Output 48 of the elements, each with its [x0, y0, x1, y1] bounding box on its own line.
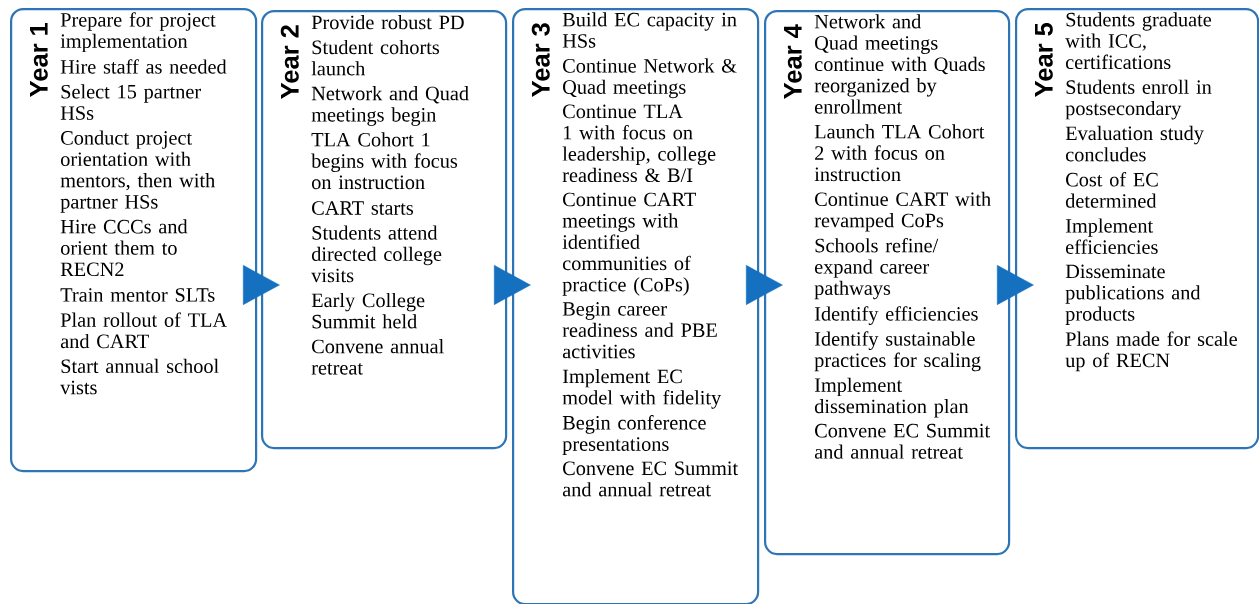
year-label: Year 2 [280, 25, 299, 99]
arrow [493, 265, 531, 305]
arrow [242, 265, 280, 305]
activity-text: Disseminate publications and products [1065, 264, 1201, 325]
activity-text: Build EC capacity in HSs [562, 12, 737, 48]
activity-text: Cost of EC determined [1065, 172, 1158, 208]
activity-text: Students enroll in postsecondary [1065, 79, 1212, 120]
activity-text: Continue Network & Quad meetings [563, 58, 737, 99]
activity-text: CART starts [312, 201, 413, 215]
activity-text: Prepare for project implementation [60, 12, 216, 53]
activity-text: Students attend directed college visits [311, 225, 442, 283]
activity-text: Conduct project orientation with mentors, then with partner HSs [60, 130, 215, 213]
activity-text: Begin career readiness and PBE activities [562, 302, 717, 359]
activity-text: Convene EC Summit and annual retreat [814, 423, 990, 459]
activity-text: Network and Quad meetings continue with Quads reorganized by enrollment [814, 14, 985, 114]
arrow [996, 265, 1034, 305]
activity-text: Hire staff as needed [60, 59, 227, 74]
activity-text: Evaluation study concludes [1065, 125, 1204, 162]
activity-text: Continue CART with revamped CoPs [814, 191, 991, 232]
activity-text: Hire CCCs and orient them to RECN2 [60, 219, 188, 277]
year-label: Year 5 [1035, 22, 1053, 97]
activity-text: Implement EC model with fidelity [562, 368, 722, 409]
activity-text: Start annual school vists [60, 358, 219, 395]
activity-text: Launch TLA Cohort 2 with focus on instruction [814, 124, 985, 182]
activity-text: Provide robust PD [311, 15, 464, 30]
activity-text: Implement dissemination plan [814, 377, 969, 418]
activity-text: Continue TLA 1 with focus on leadership, college readiness & B/I [562, 104, 716, 183]
year-label: Year 1 [30, 22, 48, 97]
activity-text: Schools refine/ expand career pathways [814, 237, 939, 300]
activity-text: Early College Summit held [311, 292, 425, 329]
year-label: Year 3 [531, 23, 550, 97]
year-label: Year 4 [784, 24, 802, 99]
activity-text: Convene EC Summit and annual retreat [562, 461, 738, 497]
activity-text: Plans made for scale up of RECN [1065, 331, 1237, 372]
activity-text: Students graduate with ICC, certifications [1065, 12, 1212, 70]
activity-text: Identify efficiencies [814, 306, 978, 325]
activity-text: Continue CART meetings with identified communities of practice (CoPs) [562, 192, 696, 296]
activity-text: Network and Quad meetings begin [311, 86, 469, 126]
activity-text: Select 15 partner HSs [60, 84, 201, 120]
activity-text: Convene annual retreat [311, 339, 444, 375]
activity-text: Train mentor SLTs [60, 288, 215, 302]
activity-text: TLA Cohort 1 begins with focus on instruction [311, 132, 458, 190]
activity-text: Student cohorts launch [311, 39, 440, 76]
arrow [745, 265, 783, 305]
activity-text: Begin conference presentations [562, 415, 706, 455]
activity-text: Implement efficiencies [1065, 218, 1158, 254]
activity-text: Plan rollout of TLA and CART [60, 312, 227, 349]
activity-text: Identify sustainable practices for scaling [814, 331, 981, 372]
